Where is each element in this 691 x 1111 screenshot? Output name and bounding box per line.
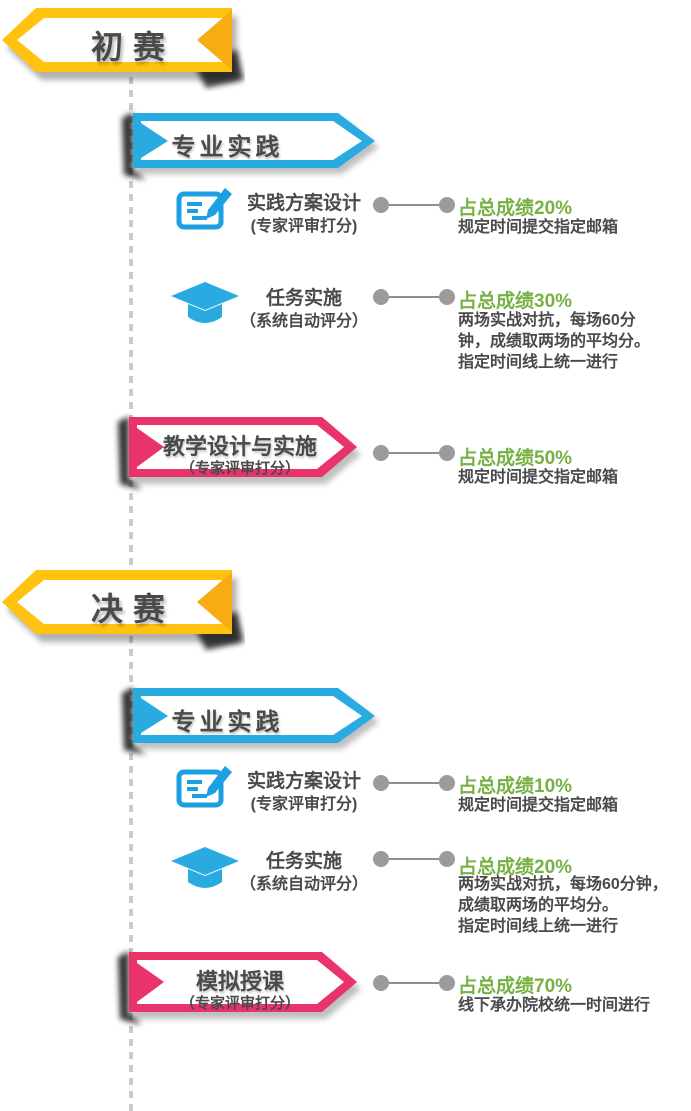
result-banner-subtitle: （专家评审打分）	[179, 460, 300, 477]
item-subtitle: (专家评审打分)	[250, 796, 358, 813]
result-banner	[118, 416, 361, 490]
connector-line	[389, 782, 439, 784]
connector	[373, 851, 455, 867]
connector-dot	[373, 197, 389, 213]
detail-text: 线下承办院校统一时间进行	[458, 997, 651, 1014]
connector-dot	[439, 775, 455, 791]
result-banner	[118, 951, 361, 1025]
item-title: 实践方案设计	[246, 771, 361, 792]
round-banner-label: 决赛	[90, 591, 175, 627]
connector-dot	[439, 975, 455, 991]
detail-text: 两场实战对抗，每场60分钟，	[458, 876, 668, 893]
item-subtitle: (专家评审打分)	[250, 218, 358, 235]
connector-dot	[373, 775, 389, 791]
detail-text: 指定时间线上统一进行	[458, 918, 619, 935]
detail-text: 规定时间提交指定邮箱	[458, 469, 619, 486]
item-title: 实践方案设计	[246, 193, 361, 214]
document-pen-icon	[176, 766, 232, 808]
result-banner-title: 教学设计与实施	[162, 434, 317, 459]
connector-dot	[373, 289, 389, 305]
detail-text: 钟，成绩取两场的平均分。	[458, 333, 651, 350]
category-banner	[122, 687, 379, 755]
connector	[373, 775, 455, 791]
connector-dot	[439, 445, 455, 461]
connector-dot	[439, 289, 455, 305]
graduation-cap-icon	[171, 282, 239, 323]
connector-dot	[373, 445, 389, 461]
score-label: 占总成绩30%	[458, 291, 573, 312]
category-banner-label: 专业实践	[171, 134, 284, 161]
connector	[373, 197, 455, 213]
item-title: 任务实施	[265, 851, 342, 872]
detail-text: 规定时间提交指定邮箱	[458, 219, 619, 236]
item-title: 任务实施	[265, 288, 342, 309]
result-banner-subtitle: （专家评审打分）	[179, 995, 300, 1012]
connector-dot	[373, 975, 389, 991]
detail-text: 两场实战对抗，每场60分	[458, 312, 636, 329]
round-banner-preliminary	[2, 8, 244, 88]
connector	[373, 975, 455, 991]
score-label: 占总成绩10%	[458, 776, 573, 797]
connector-line	[389, 204, 439, 206]
connector-dot	[439, 851, 455, 867]
graduation-cap-icon	[171, 847, 239, 888]
connector-dot	[439, 197, 455, 213]
connector-line	[389, 296, 439, 298]
item-subtitle: （系统自动评分）	[239, 876, 368, 893]
connector	[373, 445, 455, 461]
score-label: 占总成绩50%	[458, 448, 573, 469]
category-banner-label: 专业实践	[171, 709, 284, 736]
connector-line	[389, 858, 439, 860]
connector-line	[389, 452, 439, 454]
detail-text: 成绩取两场的平均分。	[458, 897, 619, 914]
connector-line	[389, 982, 439, 984]
round-banner-final	[2, 570, 244, 650]
result-banner-title: 模拟授课	[195, 969, 284, 994]
detail-text: 指定时间线上统一进行	[458, 354, 619, 371]
detail-text: 规定时间提交指定邮箱	[458, 797, 619, 814]
score-label: 占总成绩20%	[458, 198, 573, 219]
document-pen-icon	[176, 188, 232, 230]
category-banner	[122, 112, 379, 180]
connector-dot	[373, 851, 389, 867]
score-label: 占总成绩20%	[458, 857, 573, 878]
round-banner-label: 初赛	[90, 29, 175, 65]
item-subtitle: （系统自动评分）	[239, 313, 368, 330]
score-label: 占总成绩70%	[458, 976, 573, 997]
connector	[373, 289, 455, 305]
